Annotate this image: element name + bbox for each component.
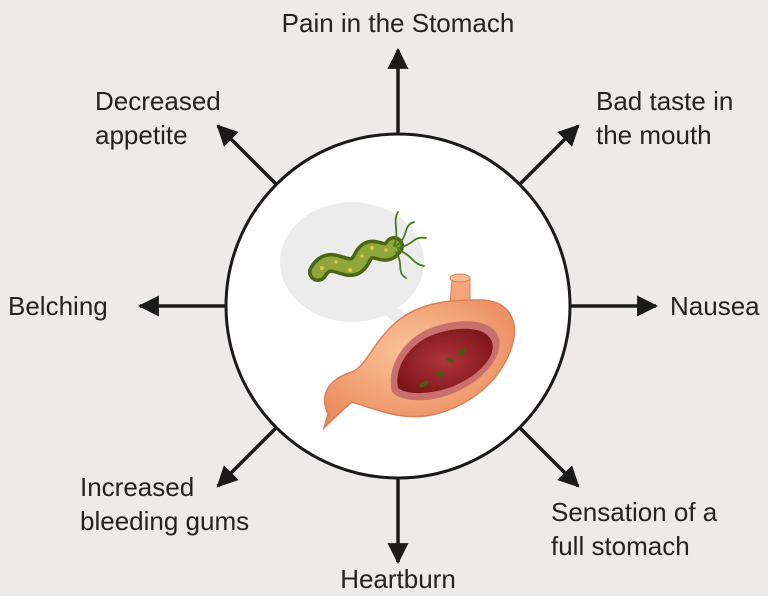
label-nausea-text: Nausea: [670, 289, 760, 323]
label-full-stomach-line-1: Sensation of a: [551, 495, 717, 529]
label-bad-taste-in-the-mouth: Bad taste in the mouth: [596, 84, 733, 152]
arrow-up-right: [520, 126, 578, 184]
label-belching: Belching: [8, 289, 108, 323]
label-full-stomach-line-2: full stomach: [551, 529, 717, 563]
arrow-down-right: [520, 428, 578, 486]
label-bad-taste-line-1: Bad taste in: [596, 84, 733, 118]
label-pain-in-the-stomach-text: Pain in the Stomach: [258, 6, 538, 40]
label-heartburn: Heartburn: [318, 562, 478, 596]
label-pain-in-the-stomach: Pain in the Stomach: [258, 6, 538, 40]
label-sensation-of-full-stomach: Sensation of a full stomach: [551, 495, 717, 563]
label-belching-text: Belching: [8, 289, 108, 323]
label-decreased-appetite: Decreased appetite: [95, 84, 221, 152]
label-decreased-appetite-line-1: Decreased: [95, 84, 221, 118]
label-heartburn-text: Heartburn: [318, 562, 478, 596]
label-bad-taste-line-2: the mouth: [596, 118, 733, 152]
label-bleeding-gums-line-2: bleeding gums: [80, 504, 249, 538]
label-increased-bleeding-gums: Increased bleeding gums: [80, 470, 249, 538]
label-nausea: Nausea: [670, 289, 760, 323]
label-decreased-appetite-line-2: appetite: [95, 118, 221, 152]
arrow-up-left: [218, 126, 276, 184]
label-bleeding-gums-line-1: Increased: [80, 470, 249, 504]
